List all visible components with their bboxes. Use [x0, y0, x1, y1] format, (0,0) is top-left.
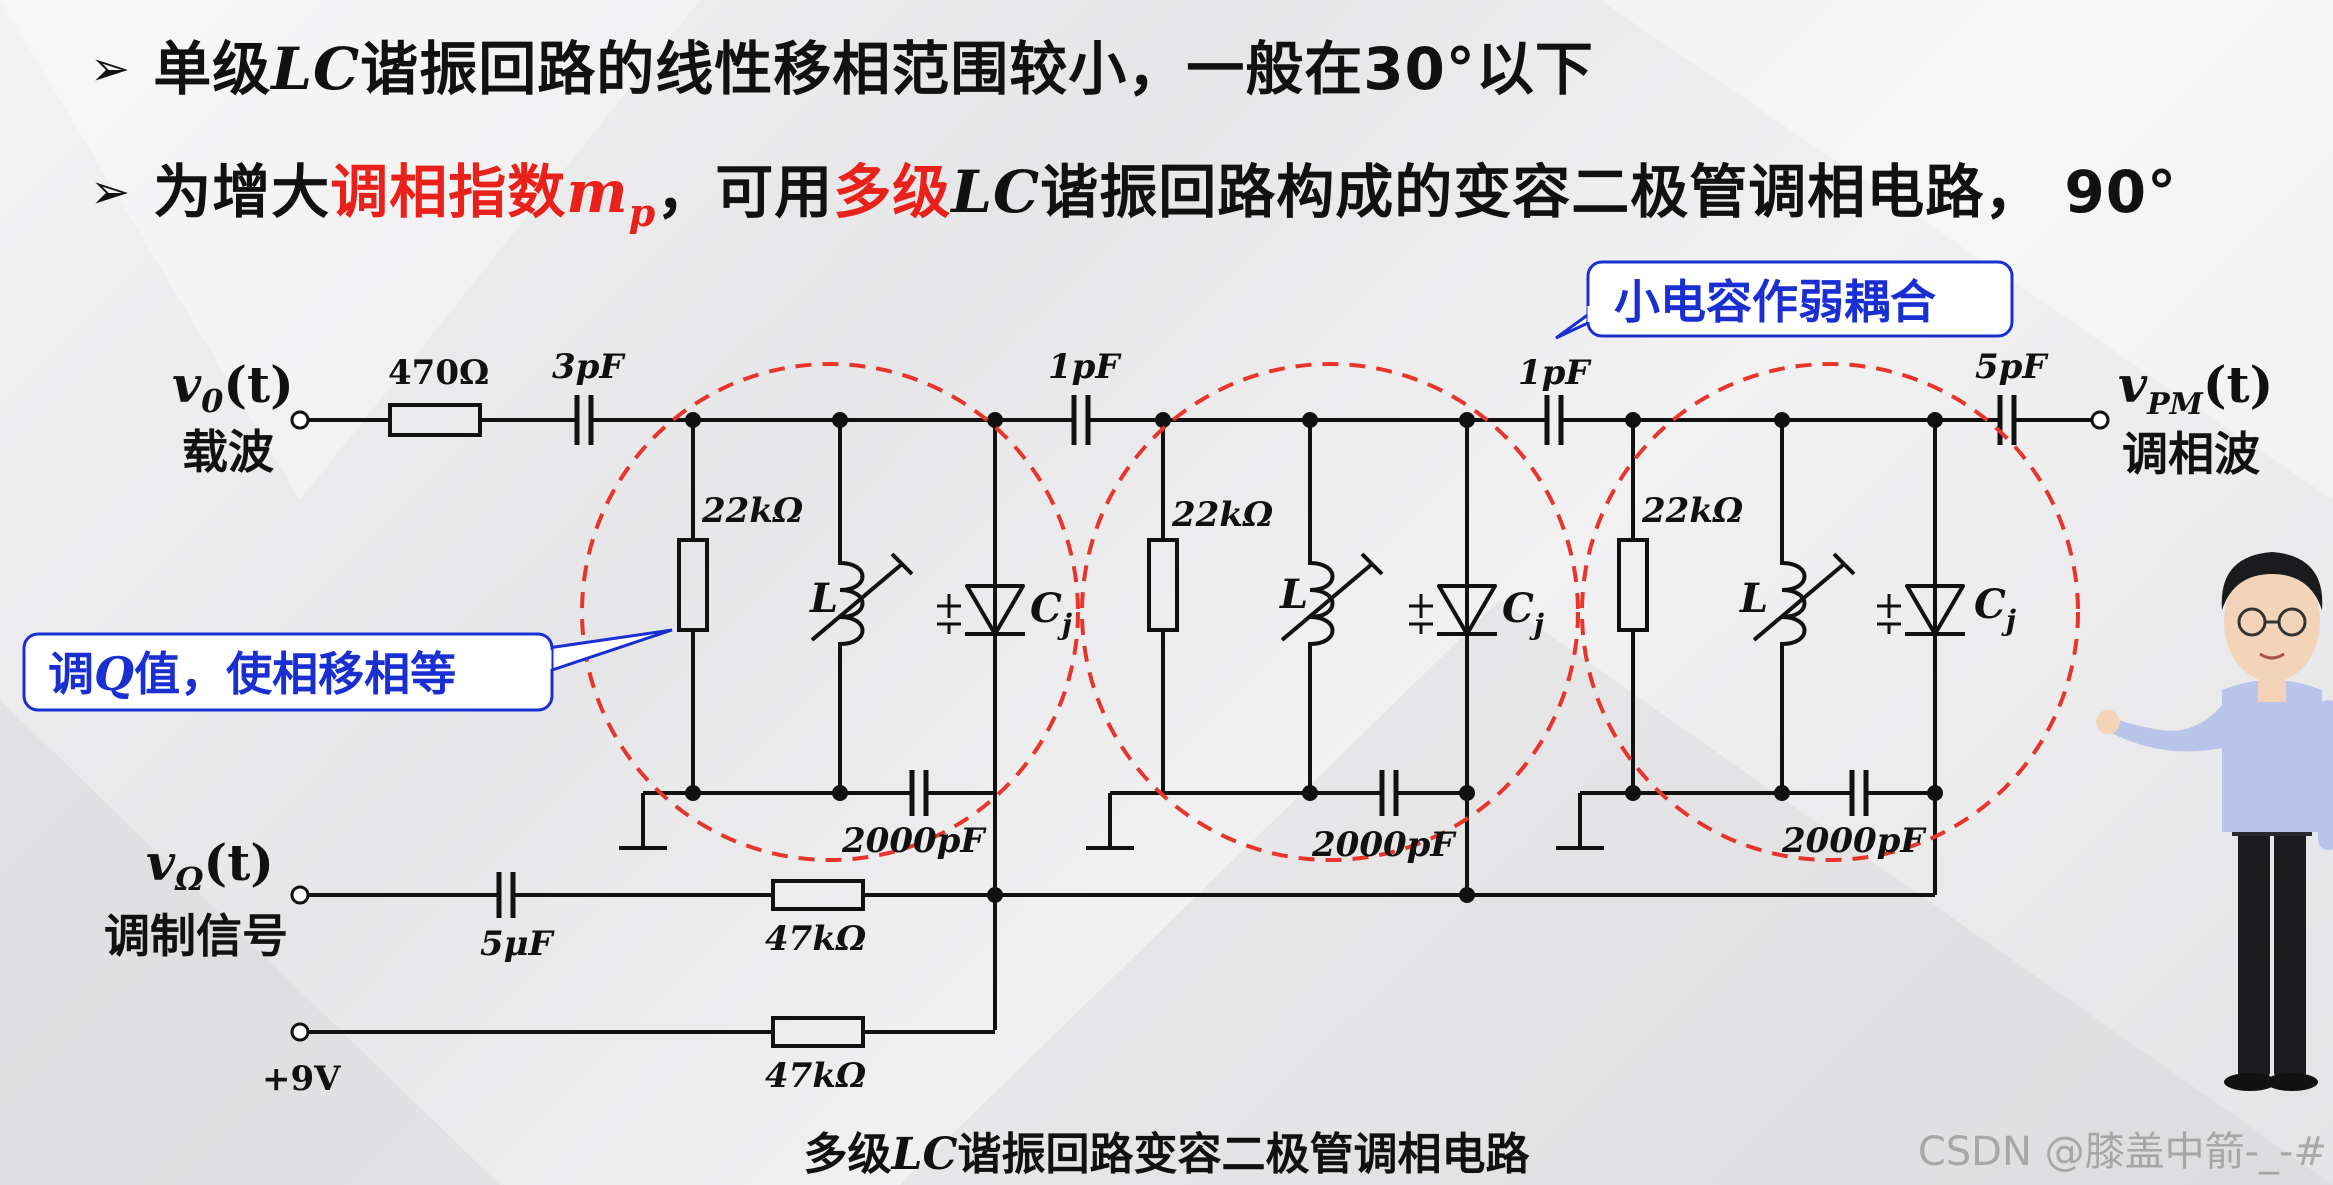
label-470ohm: 470Ω — [388, 353, 489, 393]
output-name: 调相波 — [2122, 427, 2260, 481]
modulation-name: 调制信号 — [104, 909, 288, 963]
stage-1 — [619, 420, 997, 895]
modulation-signal-label: vΩ(t) — [146, 833, 274, 898]
label-L-1: L — [809, 575, 838, 622]
label-47k-2: 47kΩ — [765, 1056, 866, 1096]
bullet-line-1: ➢单级LC谐振回路的线性移相范围较小，一般在30°以下 — [90, 35, 1594, 103]
label-Cj-2: Cj — [1502, 585, 1544, 641]
callout-q: 调Q值，使相移相等 — [22, 628, 673, 712]
modulation-bus — [305, 879, 1935, 1048]
supply-terminal — [290, 1022, 310, 1042]
callout-coupling: 小电容作弱耦合 — [1555, 260, 2014, 340]
modulation-terminal — [290, 885, 310, 905]
label-3pF: 3pF — [552, 347, 626, 387]
label-L-2: L — [1279, 571, 1308, 618]
label-22k-1: 22kΩ — [701, 491, 803, 531]
input-name: 载波 — [182, 425, 274, 479]
bullet-arrow-icon: ➢ — [90, 164, 132, 220]
label-22k-2: 22kΩ — [1171, 495, 1273, 535]
stage-2 — [1086, 420, 1469, 895]
label-1pF-b: 1pF — [1518, 353, 1592, 393]
input-resistor — [388, 403, 482, 437]
watermark: CSDN @膝盖中箭-_-# — [1917, 1129, 2327, 1175]
label-9V: +9V — [262, 1059, 341, 1099]
presenter-avatar — [2096, 552, 2333, 1091]
stage-highlight-circles — [580, 362, 2080, 862]
bullet-line-2: ➢为增大调相指数mp，可用多级LC谐振回路构成的变容二极管调相电路， 90° — [90, 158, 2178, 235]
label-Cj-3: Cj — [1974, 581, 2016, 637]
label-2000pF-2: 2000pF — [1311, 825, 1457, 865]
bullet-arrow-icon: ➢ — [90, 41, 132, 97]
svg-text:小电容作弱耦合: 小电容作弱耦合 — [1614, 275, 1936, 329]
label-Cj-1: Cj — [1030, 585, 1072, 641]
label-L-3: L — [1739, 575, 1768, 622]
highlight-phase-index: 调相指数 — [330, 158, 567, 226]
label-47k-1: 47kΩ — [765, 919, 866, 959]
label-5uF: 5μF — [480, 924, 556, 964]
output-terminal — [2090, 410, 2110, 430]
svg-text:调Q值，使相移相等: 调Q值，使相移相等 — [48, 647, 456, 701]
rail-capacitors — [574, 395, 2017, 445]
output-signal-label: vPM(t) — [2118, 355, 2273, 422]
label-2000pF-1: 2000pF — [841, 821, 987, 861]
label-5pF: 5pF — [1975, 347, 2049, 387]
input-terminal — [290, 410, 310, 430]
highlight-multistage: 多级 — [833, 158, 952, 226]
input-signal-label: v0(t) — [172, 355, 294, 420]
figure-caption: 多级LC谐振回路变容二极管调相电路 — [803, 1129, 1530, 1180]
label-2000pF-3: 2000pF — [1781, 821, 1927, 861]
label-22k-3: 22kΩ — [1641, 491, 1743, 531]
label-1pF-a: 1pF — [1048, 347, 1122, 387]
